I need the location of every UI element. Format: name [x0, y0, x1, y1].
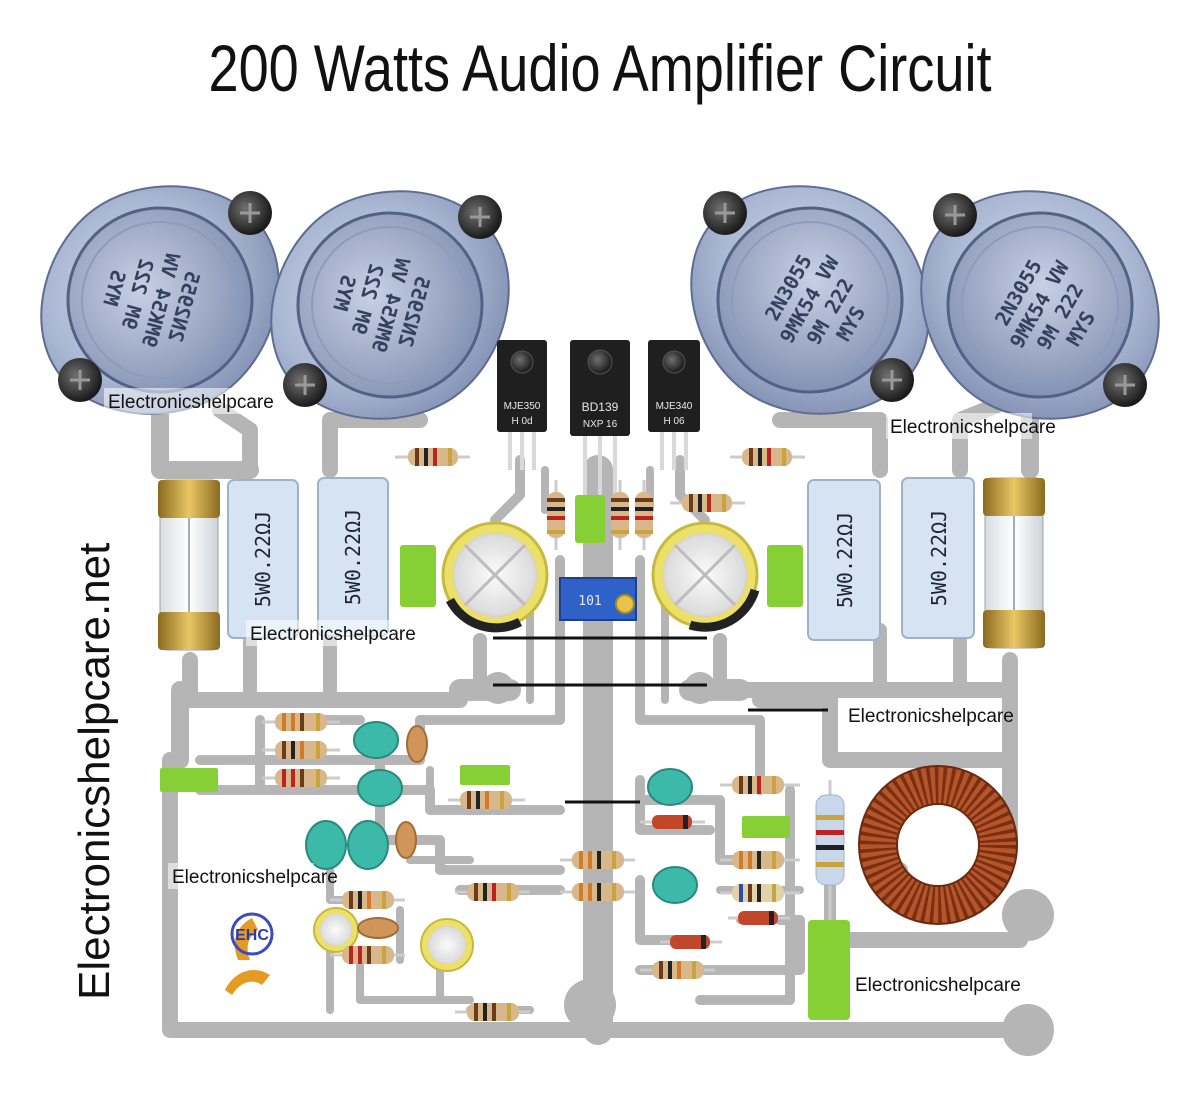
driver-transistor-mje340: MJE340 H 06 — [648, 340, 700, 470]
screw-icon — [228, 191, 272, 235]
watermark-1: Electronicshelpcare — [108, 392, 274, 413]
resistor — [720, 851, 800, 869]
mounting-screws — [58, 191, 1147, 407]
resistor — [455, 883, 530, 901]
diode — [640, 815, 705, 829]
power-transistor-q3: 2N3055 9MK54 VW 9M 222 MYS — [690, 185, 930, 415]
resistor — [611, 480, 629, 550]
r2-value: 5W0.22ΩJ — [341, 509, 365, 605]
screw-icon — [933, 193, 977, 237]
resistor — [670, 494, 745, 512]
resistor — [635, 480, 653, 550]
resistor — [720, 884, 800, 902]
toroid-inductor — [858, 765, 1018, 925]
power-transistor-q1: 2N2955 9MK54 VW 9M 222 MYS — [40, 185, 280, 415]
watermark-5: Electronicshelpcare — [172, 867, 338, 888]
resistor — [455, 1003, 530, 1021]
resistor — [330, 946, 405, 964]
mje350-label: MJE350 — [504, 401, 541, 412]
electrolytic-cap-small-1 — [313, 907, 359, 953]
screw-icon — [1103, 363, 1147, 407]
screw-icon — [283, 363, 327, 407]
teal-capacitors — [305, 721, 698, 904]
ceramic-resistor-r2: 5W0.22ΩJ — [317, 477, 389, 637]
pcb-pads — [482, 672, 1054, 1056]
mje340-label: MJE340 — [656, 401, 693, 412]
resistor — [560, 883, 635, 901]
screw-icon — [458, 195, 502, 239]
screw-icon — [870, 358, 914, 402]
green-capacitors — [160, 495, 850, 1020]
page-title: 200 Watts Audio Amplifier Circuit — [208, 31, 992, 105]
tan-capacitors — [357, 725, 428, 939]
watermark-6: Electronicshelpcare — [855, 975, 1021, 996]
ehc-logo: EHC — [225, 912, 274, 995]
watermark-4: Electronicshelpcare — [848, 706, 1014, 727]
power-transistor-q4: 2N3055 9MK54 VW 9M 222 MYS — [920, 190, 1160, 420]
diodes — [640, 815, 790, 949]
watermarks: Electronicshelpcare Electronicshelpcare … — [104, 388, 1056, 996]
mje340-code: H 06 — [663, 416, 685, 427]
fuse-right — [983, 477, 1045, 649]
power-transistor-q2: 2N2955 9MK54 VW 9M 222 MYS — [270, 190, 510, 420]
electrolytic-cap-small-2 — [420, 918, 474, 972]
resistor — [815, 780, 845, 920]
bd139-label: BD139 — [582, 400, 619, 414]
r3-value: 5W0.22ΩJ — [833, 512, 857, 608]
mje350-code: H 0d — [511, 416, 532, 427]
r1-value: 5W0.22ΩJ — [251, 511, 275, 607]
watermark-3: Electronicshelpcare — [250, 624, 416, 645]
screw-icon — [703, 191, 747, 235]
resistor — [262, 769, 340, 787]
ceramic-resistor-r4: 5W0.22ΩJ — [901, 477, 975, 639]
diode — [728, 911, 790, 925]
diode — [660, 935, 722, 949]
resistor — [262, 713, 340, 731]
electrolytic-cap-right — [651, 521, 760, 632]
bd139-code: NXP 16 — [583, 419, 618, 430]
resistor — [547, 480, 565, 550]
resistor — [720, 776, 800, 794]
ceramic-resistor-r1: 5W0.22ΩJ — [227, 479, 299, 639]
resistor — [262, 741, 340, 759]
driver-transistor-bd139: BD139 NXP 16 — [570, 340, 630, 495]
resistor — [560, 851, 635, 869]
driver-transistor-mje350: MJE350 H 0d — [497, 340, 547, 470]
logo-text: EHC — [235, 927, 269, 944]
resistor — [640, 961, 715, 979]
resistor — [730, 448, 805, 466]
fuse-left — [158, 479, 220, 651]
watermark-2: Electronicshelpcare — [890, 417, 1056, 438]
electrolytic-cap-left — [441, 521, 549, 633]
resistor — [330, 891, 405, 909]
r4-value: 5W0.22ΩJ — [927, 510, 951, 606]
ceramic-resistor-r3: 5W0.22ΩJ — [807, 479, 881, 641]
bias-trimmer: 101 — [559, 577, 637, 621]
jumper-wires — [493, 636, 828, 804]
resistor — [448, 791, 525, 809]
screw-icon — [58, 358, 102, 402]
axial-resistors — [262, 448, 845, 1021]
trimmer-label: 101 — [578, 594, 601, 609]
resistor — [395, 448, 470, 466]
